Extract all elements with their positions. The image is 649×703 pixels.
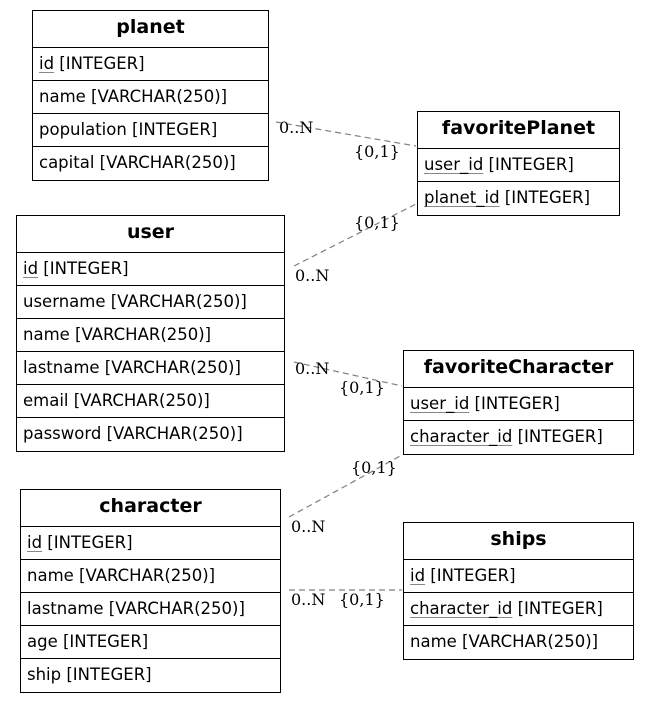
primary-key: id [39,54,55,73]
rel-user-favoritecharacter [293,361,403,387]
field-text: name [VARCHAR(250)] [410,632,599,651]
field-text: name [VARCHAR(250)] [23,325,212,344]
cardinality-label: {0,1} [339,378,385,397]
field-row: planet_id [INTEGER] [418,182,619,215]
field-row: character_id [INTEGER] [404,593,633,626]
field-type: [INTEGER] [42,533,133,552]
field-type: [INTEGER] [499,188,591,207]
cardinality-label: 0..N [295,359,330,378]
field-text: lastname [VARCHAR(250)] [23,358,241,377]
field-text: name [VARCHAR(250)] [27,566,216,585]
field-row: lastname [VARCHAR(250)] [21,593,280,626]
field-row: id [INTEGER] [33,48,268,81]
field-type: [INTEGER] [483,155,574,174]
field-row: email [VARCHAR(250)] [17,385,284,418]
field-type: [INTEGER] [512,427,603,446]
entity-user[interactable]: user id [INTEGER] username [VARCHAR(250)… [16,215,285,452]
field-type: [INTEGER] [425,566,516,585]
field-row: password [VARCHAR(250)] [17,418,284,451]
field-text: name [VARCHAR(250)] [39,87,228,106]
primary-key: id [23,259,39,278]
entity-character[interactable]: character id [INTEGER] name [VARCHAR(250… [20,489,281,693]
entity-title: ships [404,523,633,560]
entity-favoriteplanet[interactable]: favoritePlanet user_id [INTEGER] planet_… [417,111,620,216]
field-row: id [INTEGER] [17,253,284,286]
entity-title: planet [33,11,268,48]
field-row: user_id [INTEGER] [418,149,619,182]
primary-key: planet_id [424,188,500,207]
field-text: lastname [VARCHAR(250)] [27,599,245,618]
field-type: [INTEGER] [54,54,145,73]
field-row: ship [INTEGER] [21,659,280,692]
field-text: age [INTEGER] [27,632,149,651]
field-row: name [VARCHAR(250)] [21,560,280,593]
field-text: password [VARCHAR(250)] [23,424,243,443]
field-row: character_id [INTEGER] [404,421,633,454]
field-text: username [VARCHAR(250)] [23,292,247,311]
field-row: name [VARCHAR(250)] [17,319,284,352]
entity-title: character [21,490,280,527]
field-row: name [VARCHAR(250)] [404,626,633,659]
field-row: name [VARCHAR(250)] [33,81,268,114]
field-text: population [INTEGER] [39,120,218,139]
cardinality-label: 0..N [291,517,326,536]
cardinality-label: {0,1} [354,142,400,161]
field-row: username [VARCHAR(250)] [17,286,284,319]
cardinality-label: {0,1} [339,590,385,609]
field-row: user_id [INTEGER] [404,388,633,421]
field-row: lastname [VARCHAR(250)] [17,352,284,385]
cardinality-label: {0,1} [354,213,400,232]
field-type: [INTEGER] [38,259,129,278]
primary-key: character_id [410,599,513,618]
field-row: age [INTEGER] [21,626,280,659]
entity-ships[interactable]: ships id [INTEGER] character_id [INTEGER… [403,522,634,660]
field-row: population [INTEGER] [33,114,268,147]
primary-key: id [410,566,426,585]
rel-character-favoritecharacter [288,454,403,518]
cardinality-label: 0..N [295,266,330,285]
entity-title: user [17,216,284,253]
primary-key: character_id [410,427,513,446]
field-text: ship [INTEGER] [27,665,152,684]
entity-title: favoriteCharacter [404,351,633,388]
cardinality-label: 0..N [279,118,314,137]
rel-planet-favoriteplanet [275,121,417,147]
field-row: id [INTEGER] [404,560,633,593]
field-type: [INTEGER] [469,394,560,413]
cardinality-label: {0,1} [351,458,397,477]
field-text: capital [VARCHAR(250)] [39,153,236,172]
entity-title: favoritePlanet [418,112,619,149]
primary-key: user_id [410,394,470,413]
field-row: capital [VARCHAR(250)] [33,147,268,180]
entity-planet[interactable]: planet id [INTEGER] name [VARCHAR(250)] … [32,10,269,181]
cardinality-label: 0..N [291,590,326,609]
primary-key: user_id [424,155,484,174]
entity-favoritecharacter[interactable]: favoriteCharacter user_id [INTEGER] char… [403,350,634,455]
field-type: [INTEGER] [512,599,603,618]
field-row: id [INTEGER] [21,527,280,560]
primary-key: id [27,533,43,552]
rel-user-favoriteplanet [293,203,417,267]
field-text: email [VARCHAR(250)] [23,391,210,410]
